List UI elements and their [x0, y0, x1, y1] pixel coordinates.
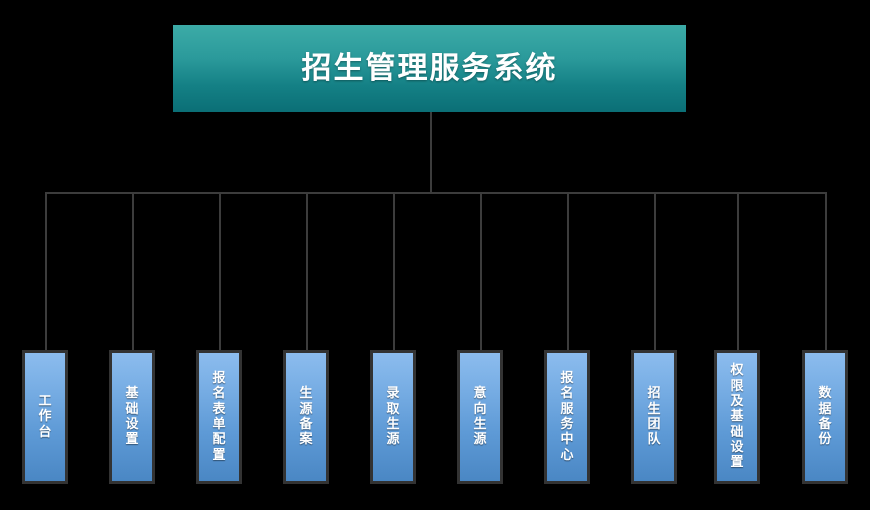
- leaf-node-label: 录取生源: [386, 386, 400, 448]
- connector-drop-4: [306, 192, 308, 350]
- connector-drop-10: [825, 192, 827, 350]
- leaf-node-6[interactable]: 意向生源: [457, 350, 503, 484]
- connector-drop-8: [654, 192, 656, 350]
- leaf-node-8[interactable]: 招生团队: [631, 350, 677, 484]
- leaf-node-label: 意向生源: [473, 386, 487, 448]
- connector-drop-5: [393, 192, 395, 350]
- leaf-node-4[interactable]: 生源备案: [283, 350, 329, 484]
- leaf-node-label: 报名表单配置: [212, 371, 226, 463]
- connector-drop-7: [567, 192, 569, 350]
- leaf-node-1[interactable]: 工作台: [22, 350, 68, 484]
- leaf-node-9[interactable]: 权限及基础设置: [714, 350, 760, 484]
- root-node-label: 招生管理服务系统: [301, 51, 558, 86]
- root-node[interactable]: 招生管理服务系统: [173, 25, 686, 112]
- leaf-node-label: 权限及基础设置: [730, 363, 744, 471]
- connector-drop-1: [45, 192, 47, 350]
- leaf-node-label: 数据备份: [818, 386, 832, 448]
- connector-drop-6: [480, 192, 482, 350]
- connector-drop-3: [219, 192, 221, 350]
- connector-horizontal-bus: [45, 192, 826, 194]
- leaf-node-label: 报名服务中心: [560, 371, 574, 463]
- connector-drop-9: [737, 192, 739, 350]
- leaf-node-10[interactable]: 数据备份: [802, 350, 848, 484]
- connector-drop-2: [132, 192, 134, 350]
- leaf-node-7[interactable]: 报名服务中心: [544, 350, 590, 484]
- connector-root-stem: [430, 112, 432, 194]
- leaf-node-label: 招生团队: [647, 386, 661, 448]
- leaf-node-label: 基础设置: [125, 386, 139, 448]
- leaf-node-5[interactable]: 录取生源: [370, 350, 416, 484]
- leaf-node-label: 工作台: [38, 394, 52, 440]
- leaf-node-3[interactable]: 报名表单配置: [196, 350, 242, 484]
- leaf-node-2[interactable]: 基础设置: [109, 350, 155, 484]
- leaf-node-label: 生源备案: [299, 386, 313, 448]
